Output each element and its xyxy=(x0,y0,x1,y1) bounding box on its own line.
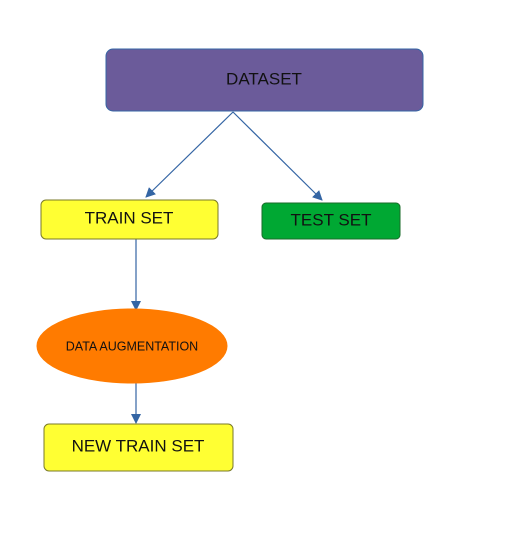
node-new-train-set-label: NEW TRAIN SET xyxy=(72,436,205,455)
node-dataset-label: DATASET xyxy=(226,69,302,88)
node-train-set-label: TRAIN SET xyxy=(85,208,174,227)
edges xyxy=(131,111,323,424)
node-new-train-set-box xyxy=(43,423,234,472)
node-test-set-box xyxy=(261,202,401,240)
node-dataset-box xyxy=(105,48,424,112)
node-data-augmentation-ellipse xyxy=(36,308,228,384)
node-test-set-label: TEST SET xyxy=(291,210,372,229)
node-data-augmentation: DATA AUGMENTATION xyxy=(36,308,228,384)
node-dataset: DATASET xyxy=(105,48,424,112)
edge-dataset-to-train-set xyxy=(145,111,234,198)
node-data-augmentation-label: DATA AUGMENTATION xyxy=(66,339,198,353)
edge-dataset-to-test-set xyxy=(232,111,323,201)
node-new-train-set: NEW TRAIN SET xyxy=(43,423,234,472)
node-test-set: TEST SET xyxy=(261,202,401,240)
node-train-set: TRAIN SET xyxy=(40,199,219,240)
node-train-set-box xyxy=(40,199,219,240)
